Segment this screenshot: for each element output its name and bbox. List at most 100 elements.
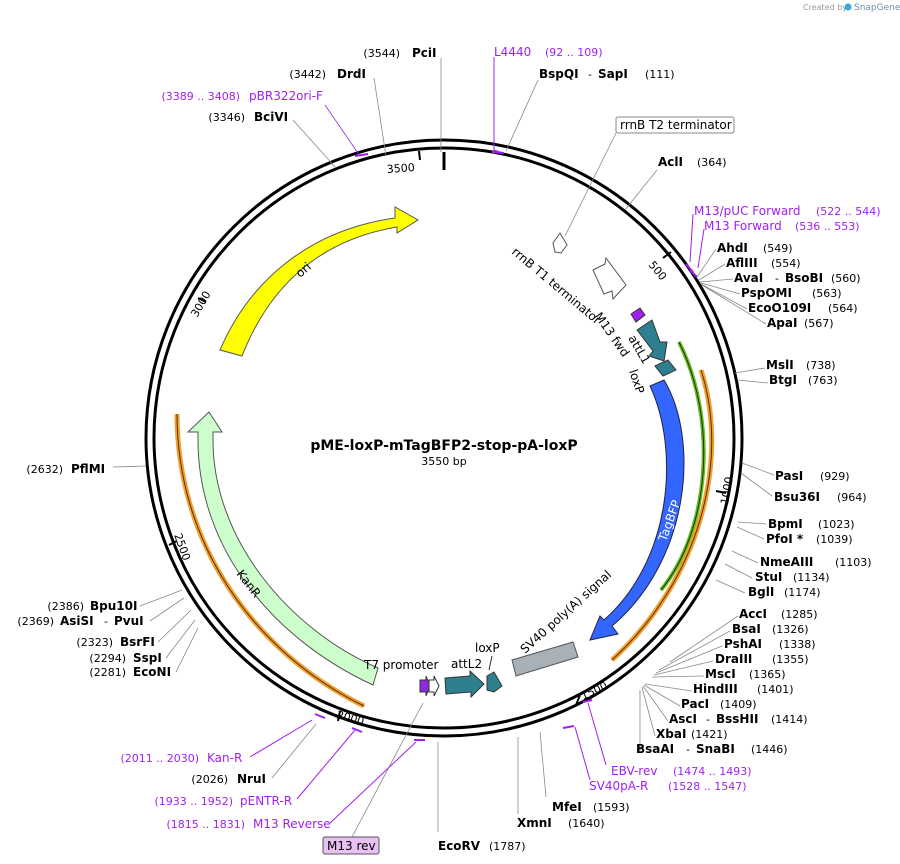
primer-name[interactable]: EBV-rev <box>611 764 657 778</box>
site-name[interactable]: BsaAI <box>636 742 674 756</box>
site-name[interactable]: EcoO109I <box>748 301 811 315</box>
site-name[interactable]: BsaI <box>732 622 761 636</box>
site-name[interactable]: AscI <box>669 712 697 726</box>
site-name[interactable]: AhdI <box>717 241 748 255</box>
site-name[interactable]: SspI <box>133 651 162 665</box>
attl2-feature-arrow[interactable] <box>444 669 485 699</box>
scale-tick-label: 2000 <box>335 708 365 728</box>
loxp-bottom-leader <box>488 655 493 671</box>
site-name[interactable]: BglI <box>748 585 774 599</box>
site-name[interactable]: BtgI <box>769 373 797 387</box>
rrnb-t1-label: rrnB T1 terminator <box>509 245 604 328</box>
stui-leader <box>724 563 753 579</box>
site-name[interactable]: BsrFI <box>120 635 155 649</box>
site-name[interactable]: PciI <box>412 46 437 60</box>
primer-name[interactable]: M13 Reverse <box>253 817 331 831</box>
site-name-2[interactable]: SapI <box>598 67 628 81</box>
site-name[interactable]: PfoI * <box>766 532 804 546</box>
pbr322-primer-leader <box>324 104 361 157</box>
site-name[interactable]: AsiSI <box>60 614 94 628</box>
leader <box>669 615 739 663</box>
site-pos: (2323) <box>76 636 113 649</box>
kanr-feature-arrow[interactable] <box>186 411 379 686</box>
site-name[interactable]: PflMI <box>71 462 105 476</box>
primer-name[interactable]: SV40pA-R <box>589 779 648 793</box>
site-name[interactable]: BciVI <box>254 110 288 124</box>
site-name[interactable]: PspOMI <box>741 286 792 300</box>
kanr-orange-bar-core <box>176 413 365 707</box>
site-name[interactable]: BpmI <box>768 517 803 531</box>
snapgene-logo-icon <box>844 3 852 11</box>
site-name[interactable]: PshAI <box>724 637 762 651</box>
primer-name[interactable]: L4440 <box>494 45 531 59</box>
site-separator: - <box>104 615 108 628</box>
cluster-500-leaders <box>696 248 767 325</box>
site-name-2[interactable]: BssHII <box>716 712 758 726</box>
site-name[interactable]: AccI <box>739 607 767 621</box>
leader <box>653 660 714 676</box>
primer-pos: (522 .. 544) <box>816 205 881 218</box>
site-name[interactable]: ApaI <box>767 316 797 330</box>
loxp-top-arrow[interactable] <box>654 359 677 377</box>
site-name[interactable]: StuI <box>755 570 782 584</box>
bspqi-leader <box>505 79 539 152</box>
leader <box>700 282 741 295</box>
site-name-2[interactable]: PvuI <box>114 614 144 628</box>
sv40-feature-box[interactable] <box>511 641 579 677</box>
primer-name[interactable]: pENTR-R <box>240 794 292 808</box>
site-pos: (549) <box>763 242 793 255</box>
site-name[interactable]: XmnI <box>517 816 552 830</box>
site-name[interactable]: NruI <box>237 772 266 786</box>
site-pos: (1421) <box>691 728 728 741</box>
site-name[interactable]: AvaI <box>734 271 763 285</box>
site-name[interactable]: HindIII <box>693 682 738 696</box>
site-name[interactable]: NmeAIII <box>760 555 813 569</box>
loxp-bottom-arrow[interactable] <box>486 671 503 693</box>
t7-promoter-arrow[interactable] <box>419 675 431 697</box>
tagbfp-green-bar-core <box>660 341 705 591</box>
leader <box>699 278 734 283</box>
site-name[interactable]: PasI <box>775 469 803 483</box>
backbone-inner-strand <box>152 146 736 730</box>
primer-name[interactable]: Kan-R <box>207 751 242 765</box>
site-name[interactable]: MfeI <box>552 800 582 814</box>
site-name[interactable]: DrdI <box>337 67 366 81</box>
site-name[interactable]: PacI <box>681 697 709 711</box>
site-name[interactable]: MscI <box>705 667 736 681</box>
site-pos: (1414) <box>771 713 808 726</box>
site-pos: (560) <box>831 272 861 285</box>
site-name[interactable]: Bpu10I <box>90 599 137 613</box>
tagbfp-label: TagBFP <box>655 498 683 544</box>
site-name-2[interactable]: BsoBI <box>785 271 823 285</box>
site-pos: (1409) <box>720 698 757 711</box>
site-name[interactable]: MslI <box>766 358 794 372</box>
site-pos: (554) <box>771 257 801 270</box>
loxp-bottom-label: loxP <box>475 641 500 655</box>
site-name[interactable]: DraIII <box>715 652 752 666</box>
site-name[interactable]: XbaI <box>656 727 686 741</box>
site-name[interactable]: EcoRV <box>438 839 481 853</box>
primer-name[interactable]: pBR322ori-F <box>249 89 323 103</box>
primer-pos: (1474 .. 1493) <box>673 765 752 778</box>
primer-name[interactable]: M13/pUC Forward <box>694 204 801 218</box>
site-name-2[interactable]: SnaBI <box>696 742 735 756</box>
site-name[interactable]: BspQI <box>539 67 579 81</box>
tagbfp-feature-arrow[interactable] <box>589 379 685 641</box>
site-name[interactable]: EcoNI <box>133 665 171 679</box>
site-name[interactable]: AclI <box>658 155 683 169</box>
primer-pos: (2011 .. 2030) <box>120 752 199 765</box>
site-pos: (1446) <box>751 743 788 756</box>
m13-rev-label[interactable]: M13 rev <box>327 839 376 853</box>
site-pos: (1134) <box>793 571 830 584</box>
ori-feature-arrow[interactable] <box>219 206 419 357</box>
leader <box>643 684 681 707</box>
m13-fwd-arrow[interactable] <box>630 307 646 323</box>
site-pos: (3544) <box>363 47 400 60</box>
m13fwd-primer-leader <box>697 228 705 269</box>
site-name[interactable]: AflIII <box>726 256 758 270</box>
primer-pos: (1528 .. 1547) <box>668 780 747 793</box>
primer-name[interactable]: M13 Forward <box>704 219 782 233</box>
site-name[interactable]: Bsu36I <box>774 490 820 504</box>
attl1-feature-arrow[interactable] <box>636 319 668 362</box>
